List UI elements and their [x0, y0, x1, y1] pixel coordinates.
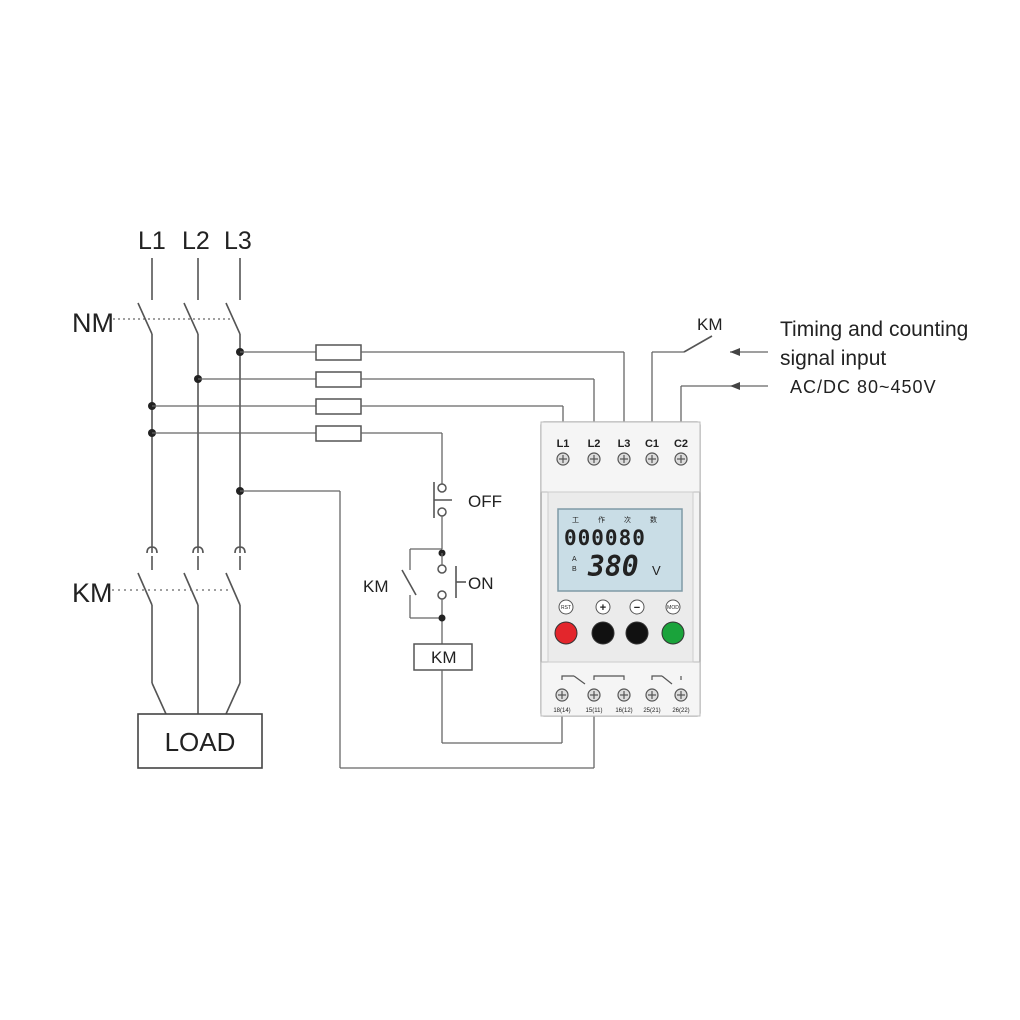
plus-button[interactable]	[591, 621, 615, 645]
terminal-label-c1: C1	[645, 438, 659, 450]
on-label: ON	[468, 574, 494, 593]
phase-lines-top	[151, 258, 241, 300]
signal-text-line3: AC/DC 80~450V	[790, 377, 937, 397]
fuse-feeders	[152, 344, 625, 484]
signal-text-line2: signal input	[780, 347, 886, 370]
terminal-label-c2: C2	[674, 438, 688, 450]
bottom-label-4: 25(21)	[643, 708, 660, 714]
terminal-label-l3: L3	[618, 438, 631, 450]
lcd-screen	[557, 508, 683, 592]
signal-input-wiring	[651, 335, 768, 440]
terminal-label-l1: L1	[557, 438, 570, 450]
km-aux-label: KM	[363, 577, 389, 596]
lcd-counter: 000080	[564, 526, 646, 550]
reset-button[interactable]	[554, 621, 578, 645]
off-label: OFF	[468, 492, 502, 511]
load-box	[137, 713, 263, 769]
junction-dots	[148, 348, 244, 495]
button-icons	[558, 599, 681, 615]
fuse-2	[315, 371, 362, 388]
km-coil-label: KM	[431, 648, 457, 667]
plus-icon: +	[600, 602, 606, 614]
fuse-1	[315, 344, 362, 361]
bottom-label-5: 26(22)	[672, 708, 689, 714]
km-signal-label: KM	[697, 315, 723, 334]
bottom-screw-slots	[558, 691, 685, 699]
bottom-label-2: 15(11)	[586, 708, 603, 714]
phase-label-l1: L1	[138, 227, 166, 255]
nm-label: NM	[72, 308, 114, 338]
mode-button[interactable]	[661, 621, 685, 645]
km-coil-box	[413, 643, 473, 671]
signal-text-line1: Timing and counting	[780, 318, 968, 341]
bottom-label-3: 16(12)	[615, 708, 632, 714]
bottom-label-1: 18(14)	[553, 708, 570, 714]
lcd-header-4: 数	[650, 515, 657, 524]
bottom-contacts	[561, 675, 682, 685]
top-screw-slots	[559, 455, 685, 463]
nm-breaker	[113, 302, 241, 553]
fuse-4	[315, 425, 362, 442]
rst-icon: RST	[561, 605, 571, 611]
relay-device: L1 L2 L3 C1 C2 工 作 次 数 000080 A B 380 V	[540, 421, 701, 717]
mod-icon: MOD	[667, 605, 679, 611]
control-circuit	[401, 482, 563, 744]
load-label: LOAD	[165, 727, 236, 757]
lcd-side-a: A	[572, 556, 577, 563]
lcd-header-1: 工	[572, 517, 579, 524]
minus-button[interactable]	[625, 621, 649, 645]
lcd-header-2: 作	[598, 515, 605, 524]
km-main-label: KM	[72, 578, 113, 608]
lcd-unit: V	[652, 563, 661, 578]
return-wire	[240, 490, 595, 769]
phase-label-l3: L3	[224, 227, 252, 255]
phase-label-l2: L2	[182, 227, 210, 255]
lcd-side-b: B	[572, 566, 577, 573]
km-contactor	[112, 546, 246, 715]
lcd-header-3: 次	[624, 515, 631, 524]
minus-icon: −	[634, 602, 640, 614]
terminal-label-l2: L2	[588, 438, 601, 450]
fuse-3	[315, 398, 362, 415]
lcd-voltage: 380	[587, 550, 639, 583]
